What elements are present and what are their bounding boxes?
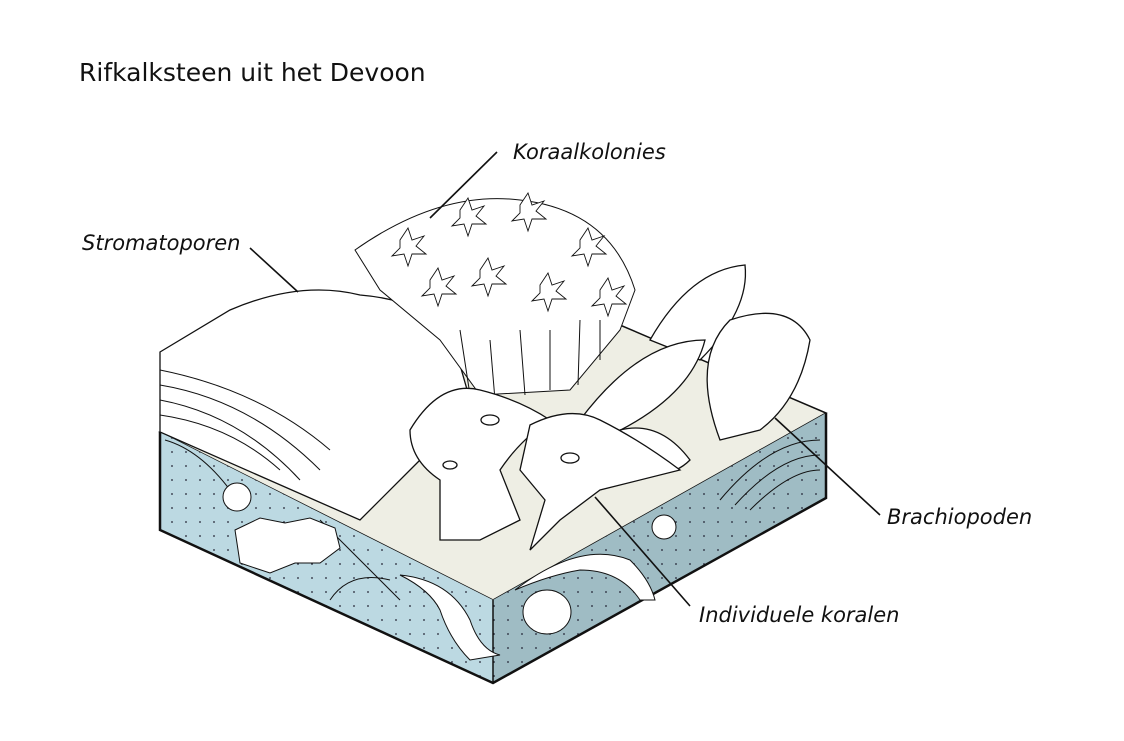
- coral-colony: [354, 191, 636, 401]
- individual-corals: [409, 387, 682, 551]
- leader-coral-colonies: [429, 151, 498, 219]
- label-individual-corals: Individuele koralen: [699, 603, 900, 627]
- leader-individual-corals: [594, 496, 691, 607]
- label-brachiopods: Brachiopoden: [887, 505, 1033, 529]
- leader-brachiopods: [774, 417, 881, 516]
- label-stromatoporoids: Stromatoporen: [82, 231, 241, 255]
- leader-stromatoporoids: [249, 247, 299, 293]
- label-coral-colonies: Koraalkolonies: [513, 140, 666, 164]
- diagram-title: Rifkalksteen uit het Devoon: [79, 58, 426, 87]
- brachiopods: [579, 264, 811, 474]
